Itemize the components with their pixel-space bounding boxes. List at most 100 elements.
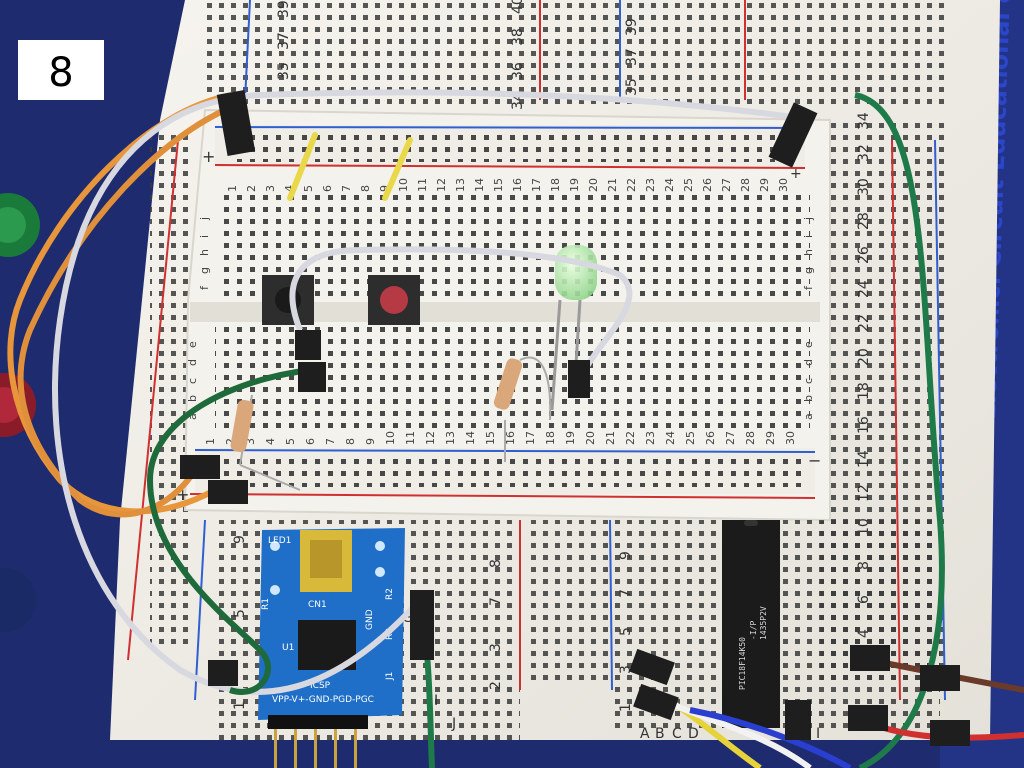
svg-text:7: 7 [618,589,634,598]
mini-col-number-top: 21 [606,178,619,192]
gnd-label: GND [365,609,375,630]
mini-col-number-bottom: 21 [604,431,617,445]
top-rail-plus-right: + [790,166,802,182]
top-rail-plus: + [202,147,215,166]
svg-text:C: C [672,726,682,742]
svg-text:R2: R2 [385,588,395,600]
svg-text:I: I [434,693,438,709]
pins-label: VPP-V+-GND-PGD-PGC [272,695,374,705]
blue-wire [689,707,852,768]
mini-col-number-bottom: 17 [524,431,537,445]
svg-text:14: 14 [856,450,872,468]
svg-text:2: 2 [488,681,504,690]
svg-text:35: 35 [624,78,640,96]
mini-col-number-top: 5 [302,185,315,192]
svg-text:e: e [186,341,199,348]
mini-col-number-bottom: 13 [444,431,457,445]
white-wire [663,697,812,768]
svg-text:g: g [802,267,815,274]
svg-text:c: c [186,378,199,384]
green-wire-left [146,367,311,695]
svg-text:30: 30 [856,178,872,196]
mini-col-number-bottom: 20 [584,431,597,445]
mini-col-number-top: 9 [378,185,391,192]
svg-text:h: h [198,249,211,256]
dark-knob[interactable] [0,568,36,632]
svg-text:e: e [802,341,815,348]
svg-text:j: j [198,217,211,221]
svg-text:20: 20 [856,348,872,366]
push-button-red[interactable] [368,275,420,325]
usb-serial-module: LED1 CN1 U1 ICSP GND VPP-V+-GND-PGD-PGC … [258,528,405,768]
svg-text:d: d [802,359,815,366]
push-button-black[interactable] [262,275,314,325]
svg-text:9: 9 [232,535,248,544]
mini-col-number-top: 15 [492,178,505,192]
mini-col-number-top: 27 [720,178,733,192]
mini-col-number-top: 8 [359,185,372,192]
mini-col-number-top: 25 [682,178,695,192]
svg-text:5: 5 [618,627,634,636]
svg-text:32: 32 [856,144,872,162]
mini-col-number-bottom: 25 [684,431,697,445]
svg-text:J1: J1 [385,672,395,681]
svg-text:37: 37 [624,48,640,66]
svg-text:28: 28 [856,212,872,230]
top-hole-field [205,0,945,105]
svg-text:36: 36 [510,62,526,80]
orange-wire-1 [7,92,233,515]
mini-col-number-bottom: 6 [304,438,317,445]
mini-col-number-top: 30 [777,178,790,192]
chip-label-3: 1435P2V [759,606,768,640]
svg-text:9: 9 [618,551,634,560]
number-tag [18,40,104,100]
svg-text:16: 16 [856,416,872,434]
svg-text:b: b [186,395,199,402]
mini-col-number-bottom: 3 [244,438,257,445]
led-label: LED1 [268,536,291,546]
svg-text:R1: R1 [261,598,271,610]
wire-connectors [180,90,970,746]
mini-col-number-top: 26 [701,178,714,192]
pic-microcontroller-chip: PIC18F14K50 -I/P 1435P2V [722,520,780,728]
svg-text:a: a [186,413,199,420]
bottom-rail-minus: − [808,451,821,470]
mini-col-number-bottom: 29 [764,431,777,445]
svg-text:A: A [640,726,650,742]
mini-col-number-top: 20 [587,178,600,192]
mini-col-number-top: 28 [739,178,752,192]
mini-col-number-bottom: 27 [724,431,737,445]
svg-text:24: 24 [856,280,872,298]
svg-text:i: i [198,235,211,238]
mini-col-number-bottom: 9 [364,438,377,445]
svg-text:35: 35 [276,62,292,80]
mini-col-number-top: 4 [283,185,296,192]
mini-col-number-top: 10 [397,178,410,192]
svg-text:I: I [816,726,820,742]
svg-text:j: j [802,217,815,221]
svg-text:b: b [802,395,815,402]
mini-col-number-bottom: 16 [504,431,517,445]
svg-text:40: 40 [510,0,526,14]
mini-col-number-bottom: 11 [404,431,417,445]
mini-col-number-top: 11 [416,178,429,192]
mini-col-number-top: 16 [511,178,524,192]
mini-col-number-top: 29 [758,178,771,192]
svg-text:c: c [802,378,815,384]
svg-text:D: D [688,726,699,742]
chip-label-1: PIC18F14K50 [738,637,747,690]
svg-text:3: 3 [488,643,504,652]
svg-text:38: 38 [510,28,526,46]
svg-text:37: 37 [276,32,292,50]
number-tag-text: 8 [48,50,73,96]
resistor-1 [230,394,301,491]
mini-col-number-top: 2 [245,185,258,192]
mini-col-number-top: 7 [340,185,353,192]
svg-text:34: 34 [856,112,872,130]
svg-text:3: 3 [618,665,634,674]
mini-col-number-bottom: 26 [704,431,717,445]
yellow-jumper-2 [382,137,413,201]
svg-text:h: h [802,249,815,256]
svg-text:12: 12 [856,484,872,502]
